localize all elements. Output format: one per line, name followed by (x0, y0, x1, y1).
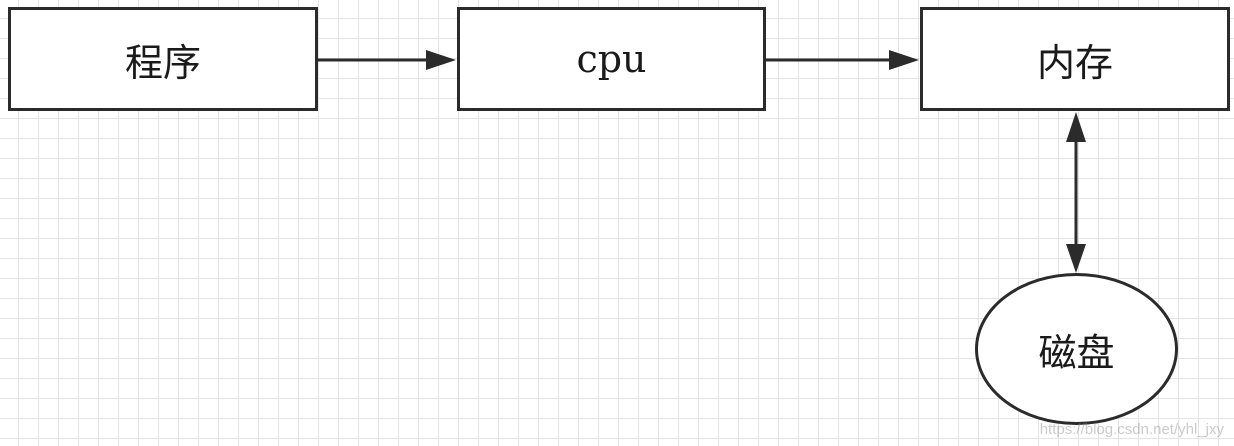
arrowhead-down-icon (1066, 244, 1086, 273)
node-memory-label: 内存 (1036, 40, 1113, 85)
node-program-label: 程序 (124, 40, 201, 85)
node-cpu: cpu (457, 7, 766, 111)
arrowhead-icon (889, 50, 919, 70)
watermark: https://blog.csdn.net/yhl_jxy (1039, 421, 1224, 438)
node-program: 程序 (8, 7, 318, 111)
edge-program-to-cpu (318, 50, 456, 70)
arrowhead-icon (426, 50, 456, 70)
arrowhead-up-icon (1066, 112, 1086, 142)
edge-cpu-to-memory (766, 50, 919, 70)
node-cpu-label: cpu (576, 37, 647, 81)
node-disk-label: 磁盘 (1038, 330, 1115, 375)
node-memory: 内存 (920, 7, 1230, 111)
node-disk: 磁盘 (975, 273, 1178, 425)
edge-memory-disk-bidirectional (1066, 112, 1086, 273)
